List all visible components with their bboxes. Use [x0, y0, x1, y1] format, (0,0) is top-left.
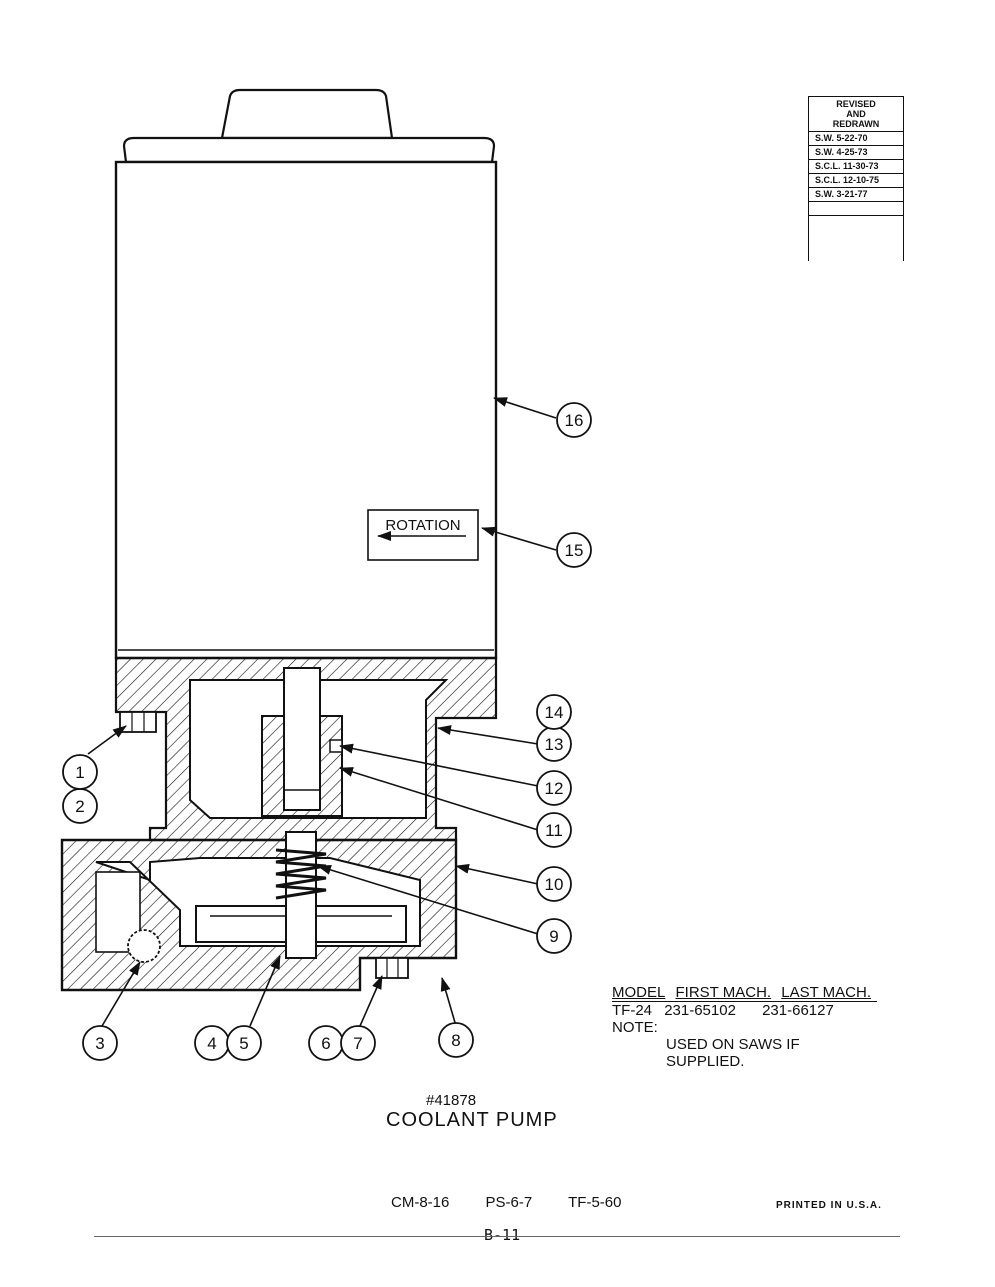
- model-header: MODEL: [612, 984, 666, 1001]
- model-header-row: MODEL FIRST MACH. LAST MACH.: [612, 984, 877, 1002]
- note-line: USED ON SAWS IF: [666, 1036, 800, 1053]
- revision-entry: S.C.L. 12-10-75: [809, 174, 903, 188]
- caption: #41878 COOLANT PUMP: [386, 1092, 586, 1132]
- motor-top-plate: [122, 136, 496, 164]
- motor-body: [114, 160, 498, 660]
- last-mach-value: 231-66127: [762, 1002, 834, 1019]
- model-data-row: TF-24 231-65102 231-66127: [612, 1002, 877, 1019]
- callout-label-11: 11: [545, 821, 563, 840]
- callout-label-4: 4: [207, 1034, 216, 1053]
- callout-label-13: 13: [545, 735, 564, 754]
- note-label: NOTE:: [612, 1019, 658, 1036]
- revision-table: REVISED AND REDRAWN S.W. 5-22-70 S.W. 4-…: [808, 96, 904, 261]
- footer-codes: CM-8-16 PS-6-7 TF-5-60: [391, 1194, 653, 1211]
- callout-2: [62, 788, 98, 824]
- callout-label-8: 8: [451, 1031, 460, 1050]
- footer-code: CM-8-16: [391, 1194, 450, 1211]
- callout-14: [536, 694, 572, 730]
- callout-label-12: 12: [545, 779, 564, 798]
- revision-empty-row: [809, 202, 903, 216]
- bolt-upper: [119, 711, 157, 733]
- part-number: #41878: [426, 1092, 477, 1109]
- callout-label-1: 1: [75, 763, 84, 782]
- revision-heading-line: REDRAWN: [832, 119, 880, 129]
- callout-label-6: 6: [321, 1034, 330, 1053]
- callout-label-15: 15: [565, 541, 584, 560]
- callout-label-9: 9: [549, 927, 558, 946]
- revision-entry: S.W. 4-25-73: [809, 146, 903, 160]
- first-mach-value: 231-65102: [664, 1002, 736, 1019]
- callout-7: [340, 1025, 376, 1061]
- footer-rule: [94, 1236, 900, 1237]
- callout-label-16: 16: [565, 411, 584, 430]
- inlet-screen: [127, 929, 161, 963]
- motor-top-cap: [220, 88, 394, 140]
- callout-label-2: 2: [75, 797, 84, 816]
- callout-9: [536, 918, 572, 954]
- rotation-label: ROTATION: [385, 517, 460, 534]
- revision-blank-area: [809, 216, 903, 261]
- callout-11: [536, 812, 572, 848]
- model-info: MODEL FIRST MACH. LAST MACH. TF-24 231-6…: [612, 984, 877, 1070]
- callout-8: [438, 1022, 474, 1058]
- bolt-lower: [375, 957, 409, 979]
- first-mach-header: FIRST MACH.: [675, 984, 772, 1001]
- printed-in-usa: PRINTED IN U.S.A.: [776, 1200, 882, 1211]
- callout-5: [226, 1025, 262, 1061]
- callout-12: [536, 770, 572, 806]
- callout-16: [556, 402, 592, 438]
- revision-heading-line: AND: [846, 109, 866, 119]
- model-value: TF-24: [612, 1002, 653, 1019]
- revision-entry: S.C.L. 11-30-73: [809, 160, 903, 174]
- motor-shaft: [283, 667, 321, 811]
- callout-label-5: 5: [239, 1034, 248, 1053]
- note-line: SUPPLIED.: [666, 1053, 745, 1070]
- callout-label-3: 3: [95, 1034, 104, 1053]
- revision-entry: S.W. 5-22-70: [809, 132, 903, 146]
- footer-code: TF-5-60: [568, 1194, 622, 1211]
- page-number: B-11: [484, 1226, 521, 1244]
- callout-10: [536, 866, 572, 902]
- drawing-title: COOLANT PUMP: [386, 1109, 558, 1131]
- callout-15: [556, 532, 592, 568]
- callout-label-7: 7: [353, 1034, 362, 1053]
- callout-label-10: 10: [545, 875, 564, 894]
- callout-3: [82, 1025, 118, 1061]
- last-mach-header: LAST MACH.: [781, 984, 871, 1001]
- revision-heading: REVISED AND REDRAWN: [809, 97, 903, 132]
- footer-code: PS-6-7: [485, 1194, 533, 1211]
- callout-label-14: 14: [545, 703, 564, 722]
- seal-spring: [275, 848, 327, 900]
- revision-entry: S.W. 3-21-77: [809, 188, 903, 202]
- revision-heading-line: REVISED: [836, 99, 876, 109]
